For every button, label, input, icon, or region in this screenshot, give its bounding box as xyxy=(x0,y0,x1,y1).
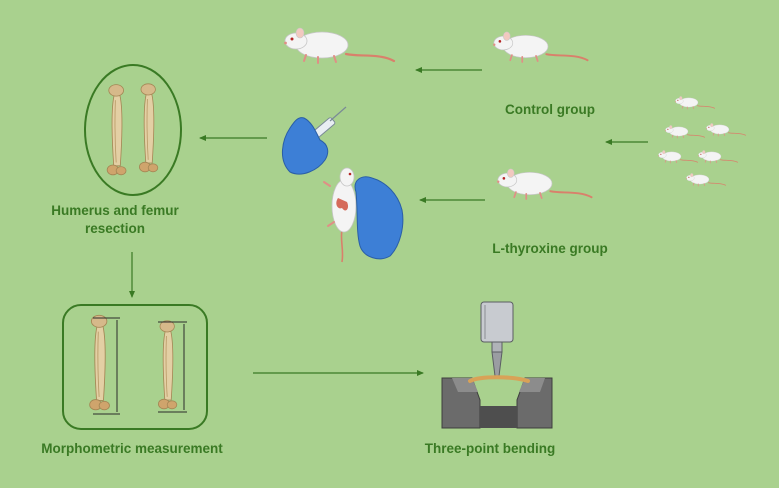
glove-icon xyxy=(282,117,329,175)
bone-icon xyxy=(157,320,178,410)
injection-scene xyxy=(282,106,404,263)
control-group-label: Control group xyxy=(505,102,595,117)
bone-icon xyxy=(106,84,127,176)
rat-group-icon xyxy=(657,95,746,187)
measurement-lines xyxy=(93,317,187,415)
thyroxine-group-label: L-thyroxine group xyxy=(492,241,608,256)
rat-icon xyxy=(283,26,396,65)
bone-icon xyxy=(89,314,110,411)
resection-label: Humerus and femur resection xyxy=(51,203,179,236)
glove-icon xyxy=(354,176,404,260)
bending-label: Three-point bending xyxy=(424,441,556,456)
resection-frame xyxy=(84,64,182,196)
held-rat xyxy=(323,167,357,263)
bone-icon xyxy=(138,83,159,173)
morphometric-frame xyxy=(62,304,208,430)
rat-icon xyxy=(492,30,589,63)
rat-icon xyxy=(496,167,593,200)
morphometric-label: Morphometric measurement xyxy=(41,441,223,456)
bending-machine-icon xyxy=(441,301,553,429)
